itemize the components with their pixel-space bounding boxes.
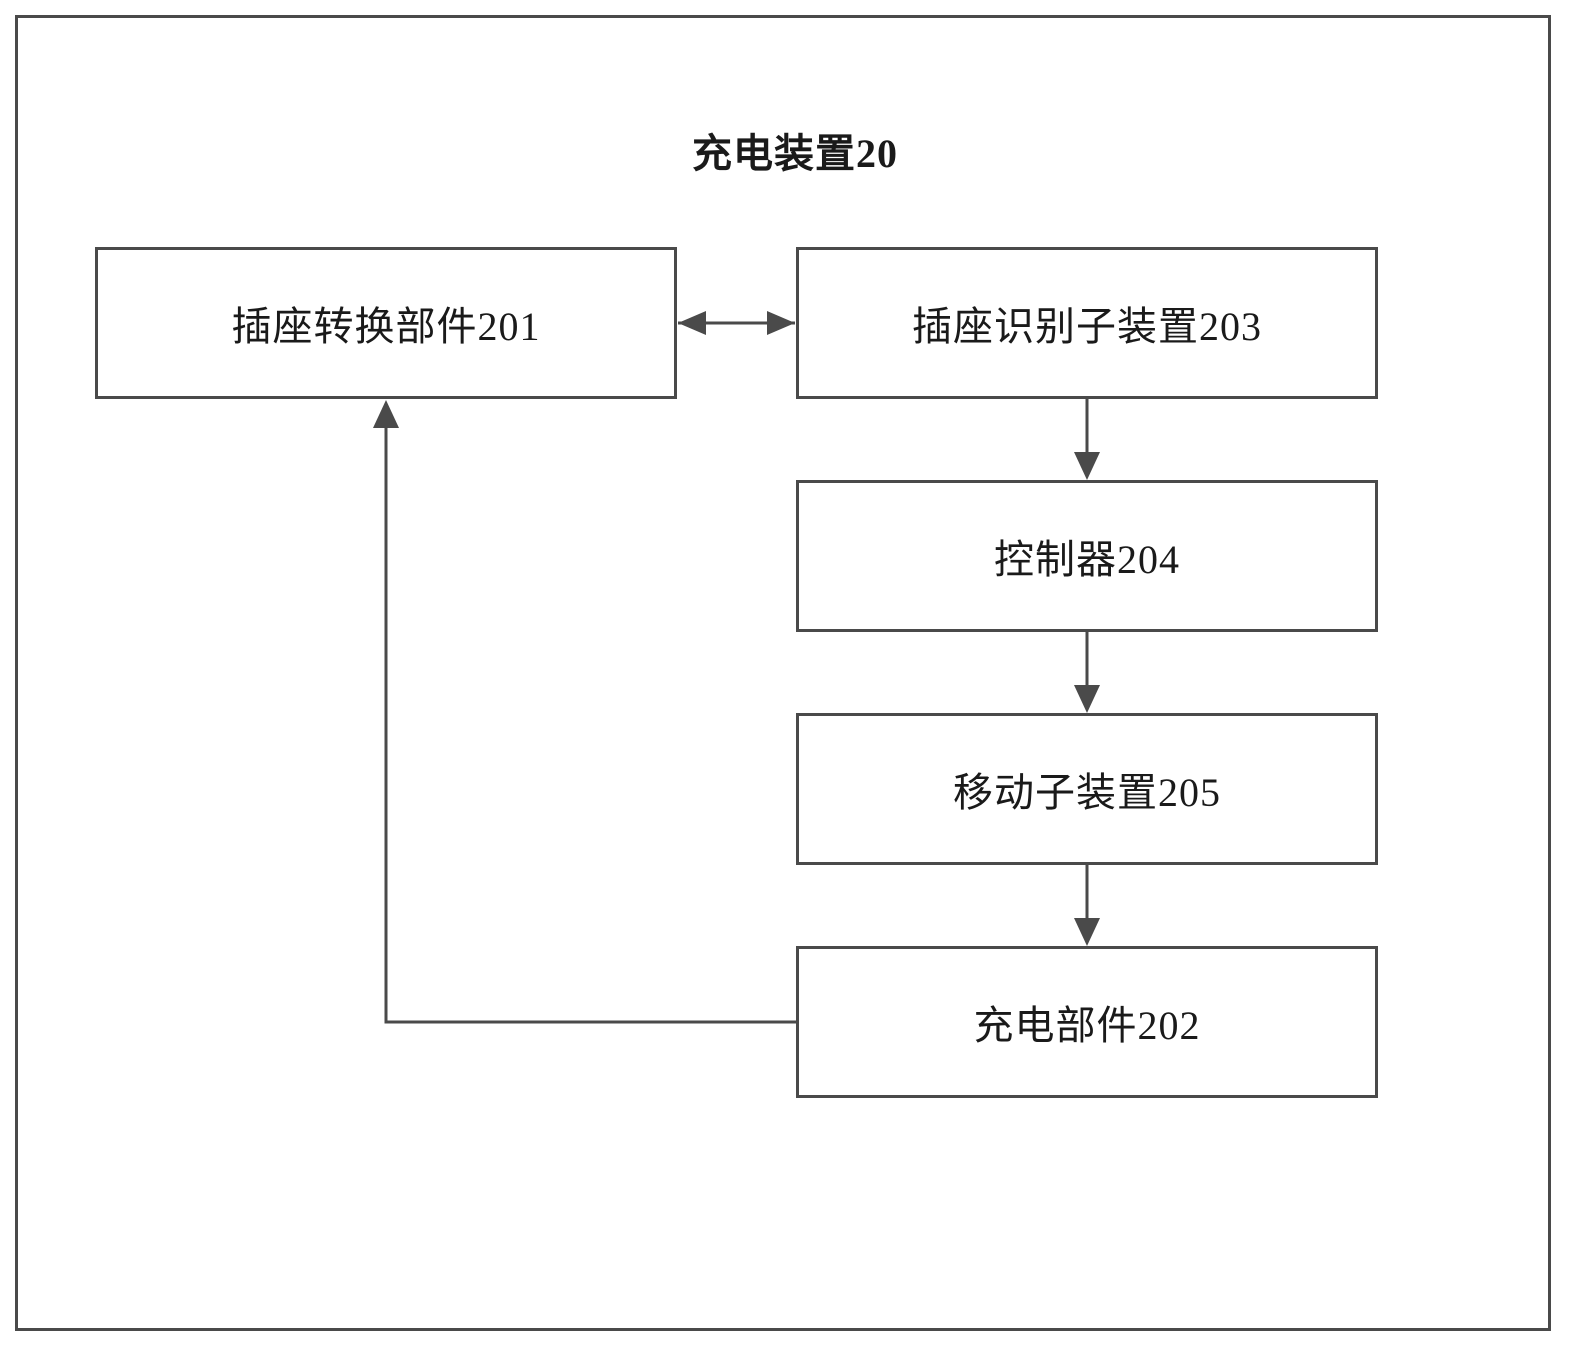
- node-moving: 移动子装置205: [796, 713, 1378, 865]
- node-charging: 充电部件202: [796, 946, 1378, 1098]
- node-label: 插座识别子装置203: [912, 304, 1262, 349]
- device-frame: [15, 15, 1551, 1331]
- node-label: 移动子装置205: [953, 770, 1221, 815]
- node-label: 充电部件202: [973, 1003, 1201, 1048]
- diagram-title: 充电装置20: [692, 131, 898, 176]
- node-socket-conversion: 插座转换部件201: [95, 247, 677, 399]
- node-socket-identification: 插座识别子装置203: [796, 247, 1378, 399]
- node-label: 插座转换部件201: [231, 304, 541, 349]
- node-label: 控制器204: [994, 537, 1180, 582]
- node-controller: 控制器204: [796, 480, 1378, 632]
